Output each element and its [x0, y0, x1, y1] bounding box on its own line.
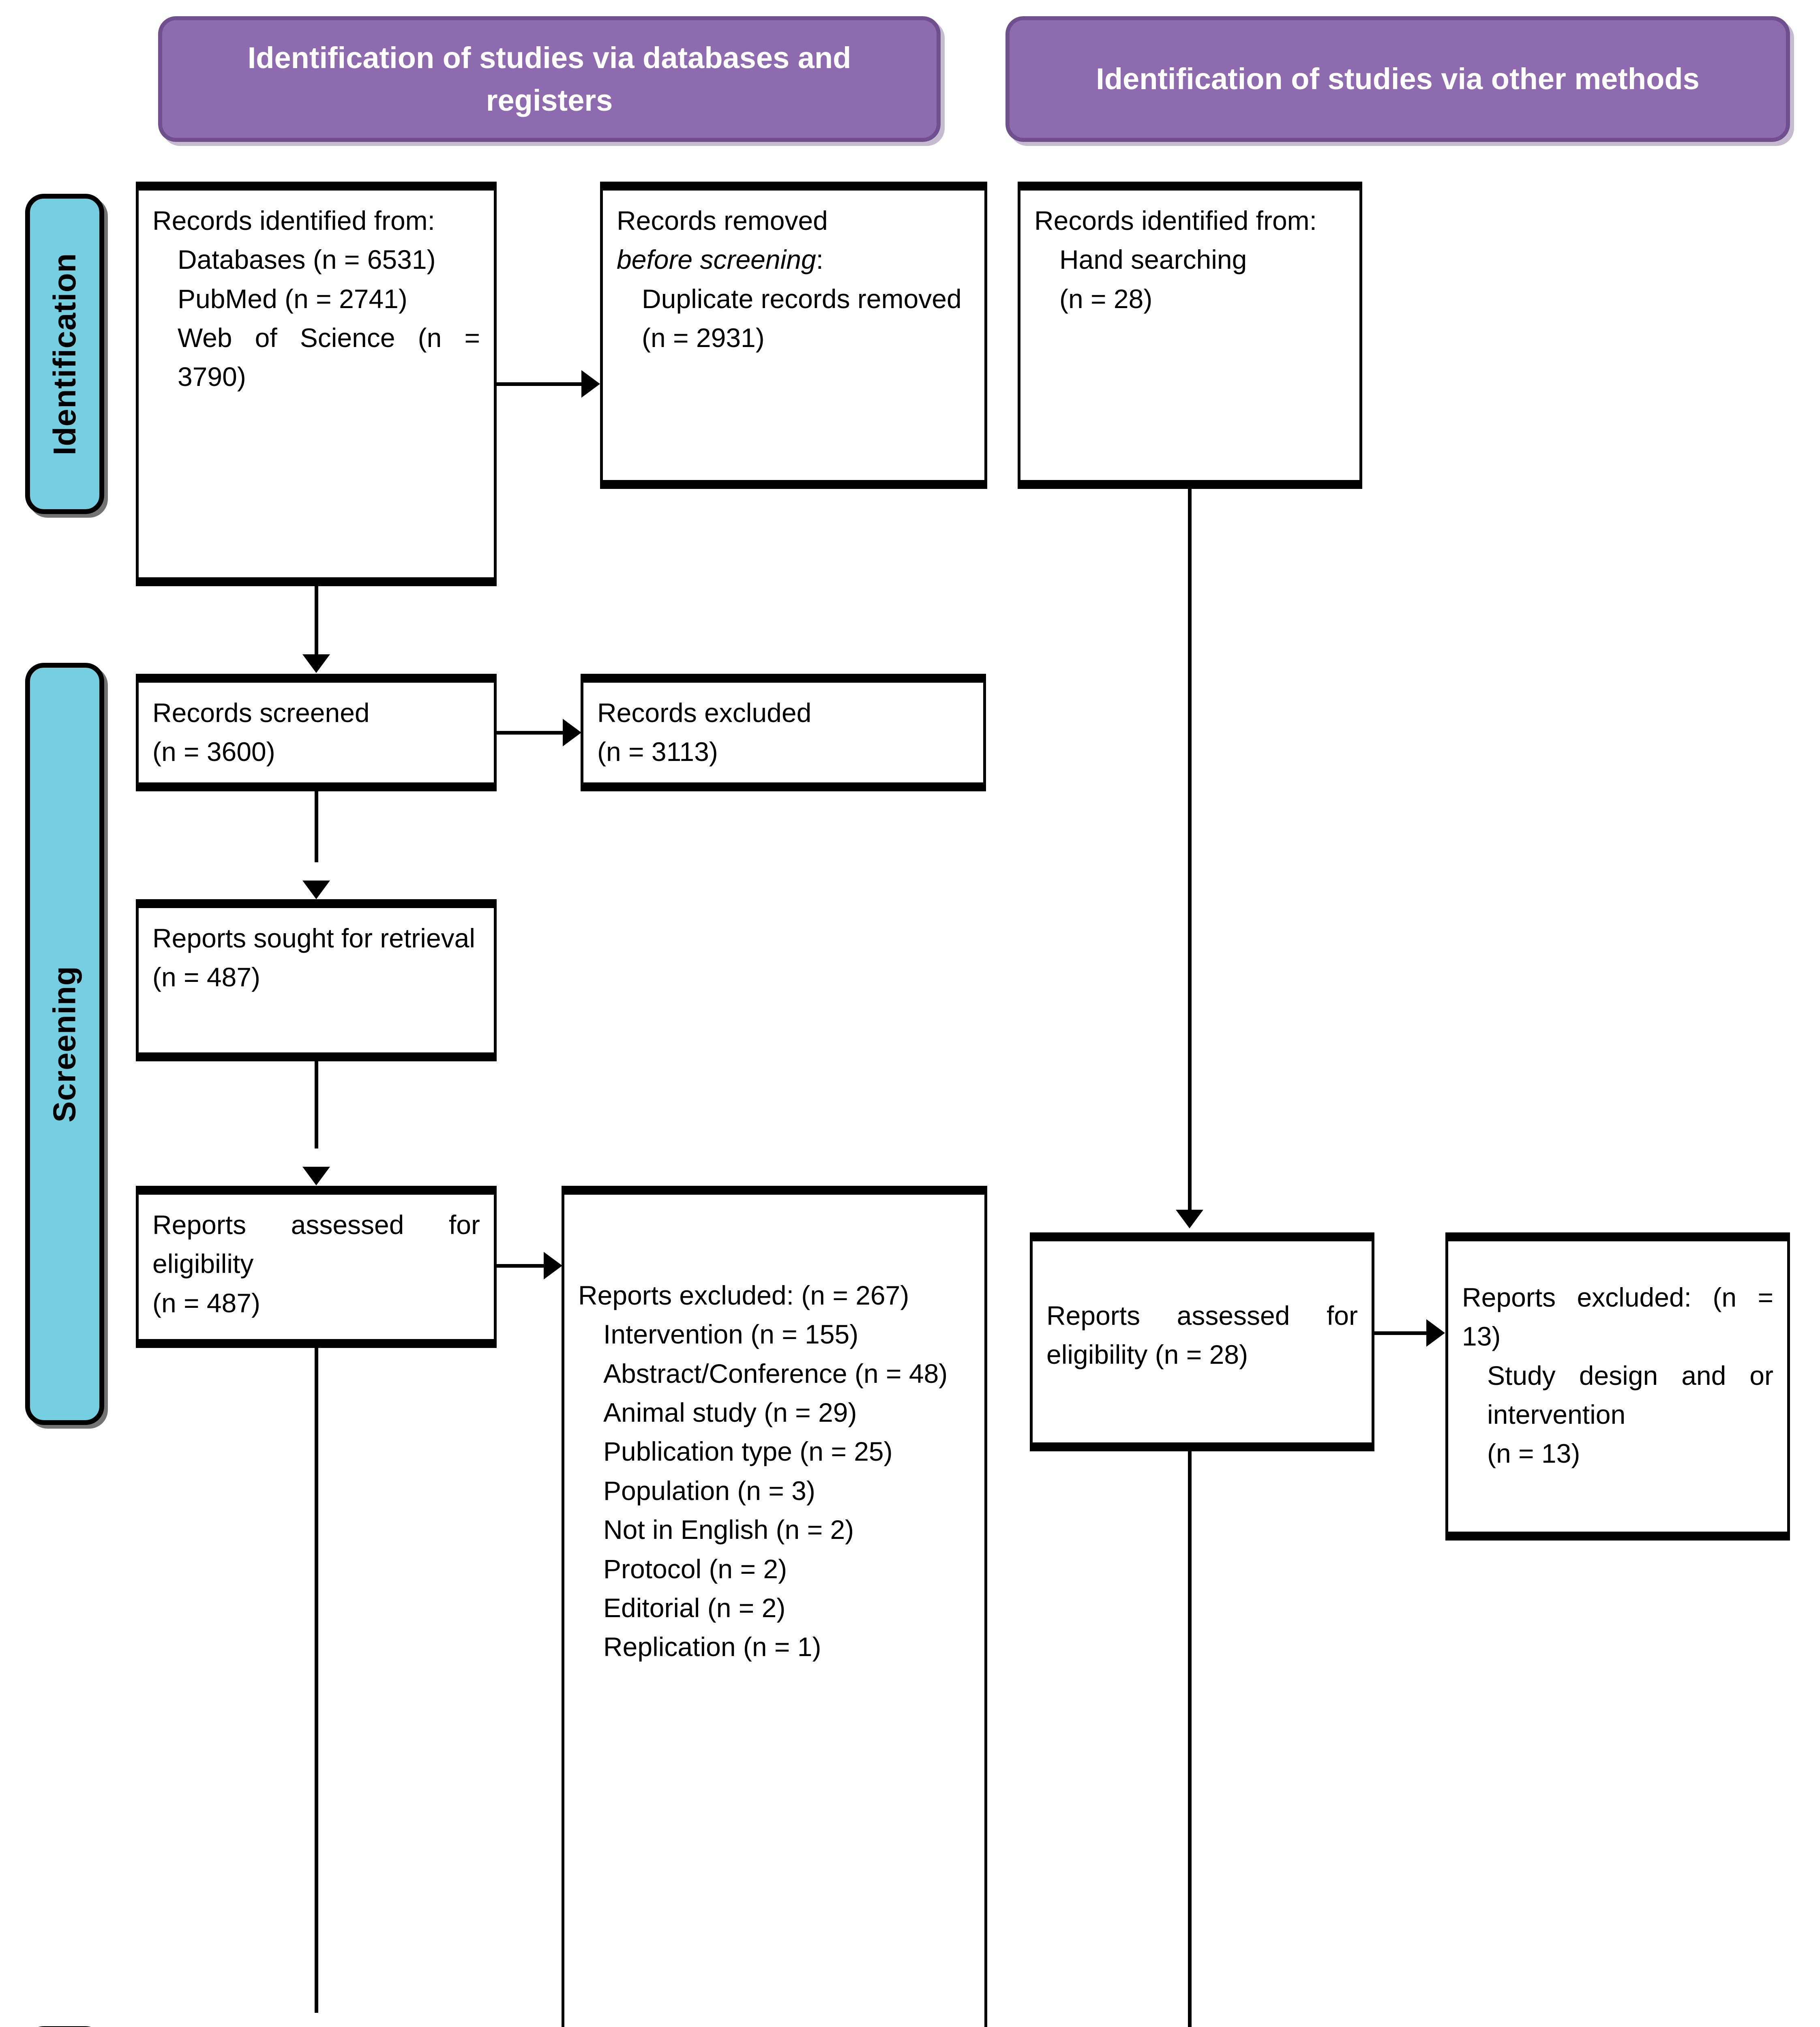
records-identified-db-heading: Records identified from:	[152, 206, 435, 236]
records-screened-line2: (n = 3600)	[152, 737, 275, 767]
reports-assessed-other-line1: Reports assessed for eligibility (n = 28…	[1046, 1301, 1358, 1370]
box-reports-excluded-other: Reports excluded: (n = 13) Study design …	[1445, 1232, 1790, 1541]
reports-excluded-db-reason-editorial: Editorial (n = 2)	[603, 1592, 786, 1623]
box-records-removed-before-screening: Records removed before screening: Duplic…	[600, 182, 987, 489]
records-removed-item-duplicates: Duplicate records removed	[642, 283, 962, 314]
banner-databases-label: Identification of studies via databases …	[247, 41, 851, 117]
records-removed-subheading: before screening:	[617, 240, 971, 279]
banner-other-methods-label: Identification of studies via other meth…	[1096, 62, 1700, 96]
box-reports-excluded-databases: Reports excluded: (n = 267) Intervention…	[562, 1186, 987, 2027]
connector-sought-to-assessed-line	[315, 1061, 318, 1148]
connector-other-to-included-vertical	[1188, 1451, 1192, 2027]
records-identified-db-item-databases: Databases (n = 6531)	[178, 244, 436, 275]
connector-identified-to-removed-line	[497, 382, 582, 386]
connector-screened-to-excluded-line	[497, 731, 564, 735]
records-excluded-line2: (n = 3113)	[597, 737, 718, 767]
records-identified-db-item-pubmed: PubMed (n = 2741)	[178, 283, 407, 314]
reports-sought-line2: (n = 487)	[152, 962, 260, 992]
box-reports-assessed-for-eligibility-other: Reports assessed for eligibility (n = 28…	[1030, 1232, 1374, 1451]
records-removed-heading-text: Records removed	[617, 206, 828, 236]
banner-databases-and-registers: Identification of studies via databases …	[158, 16, 941, 142]
stage-tab-screening-label: Screening	[47, 965, 83, 1123]
reports-assessed-db-line1: Reports assessed for eligibility	[152, 1210, 480, 1279]
connector-identified-to-screened-arrow	[302, 654, 330, 673]
connector-identified-to-removed-arrow	[581, 370, 600, 398]
records-removed-colon: :	[816, 244, 823, 275]
reports-excluded-db-reason-abstract-conference: Abstract/Conference (n = 48)	[603, 1358, 948, 1388]
reports-excluded-other-reason-count: (n = 13)	[1487, 1438, 1580, 1469]
connector-identified-to-screened-line	[315, 586, 318, 655]
connector-assessed-to-excluded-db-arrow	[544, 1252, 562, 1279]
box-records-identified-databases: Records identified from: Databases (n = …	[136, 182, 497, 586]
box-records-identified-other-methods: Records identified from: Hand searching …	[1018, 182, 1362, 489]
connector-assessed-to-excluded-db-line	[497, 1264, 544, 1268]
box-reports-assessed-for-eligibility-databases: Reports assessed for eligibility (n = 48…	[136, 1186, 497, 1348]
stage-tab-identification-label: Identification	[47, 253, 82, 455]
stage-tab-identification: Identification	[25, 194, 104, 514]
records-identified-db-item-wos: Web of Science (n = 3790)	[178, 323, 480, 392]
reports-excluded-db-reason-intervention: Intervention (n = 155)	[603, 1319, 859, 1350]
banner-other-methods: Identification of studies via other meth…	[1005, 16, 1790, 142]
records-excluded-line1: Records excluded	[597, 698, 812, 728]
records-identified-other-heading: Records identified from:	[1034, 206, 1317, 236]
reports-excluded-db-reason-publication-type: Publication type (n = 25)	[603, 1436, 893, 1467]
reports-excluded-db-reason-animal-study: Animal study (n = 29)	[603, 1397, 857, 1428]
stage-tab-screening: Screening	[25, 663, 104, 1425]
reports-excluded-db-reason-replication: Replication (n = 1)	[603, 1632, 821, 1662]
records-identified-other-item-hand-searching: Hand searching	[1059, 244, 1247, 275]
reports-assessed-db-line2: (n = 487)	[152, 1288, 260, 1318]
reports-excluded-db-reason-not-in-english: Not in English (n = 2)	[603, 1515, 854, 1545]
records-screened-line1: Records screened	[152, 698, 370, 728]
reports-excluded-db-reason-protocol: Protocol (n = 2)	[603, 1553, 787, 1584]
reports-excluded-db-heading: Reports excluded: (n = 267)	[578, 1280, 909, 1310]
reports-excluded-db-reason-population: Population (n = 3)	[603, 1475, 815, 1506]
reports-excluded-other-heading: Reports excluded: (n = 13)	[1462, 1282, 1773, 1352]
reports-excluded-other-reason-study-design: Study design and or intervention	[1487, 1360, 1773, 1430]
connector-screened-to-sought-line	[315, 791, 318, 862]
reports-sought-line1: Reports sought for retrieval	[152, 923, 476, 953]
records-removed-heading: Records removed	[617, 201, 971, 240]
records-identified-other-item-count: (n = 28)	[1059, 283, 1153, 314]
box-records-screened: Records screened (n = 3600)	[136, 674, 497, 791]
box-reports-sought-for-retrieval: Reports sought for retrieval (n = 487)	[136, 899, 497, 1061]
connector-other-identified-to-assessed-arrow	[1176, 1210, 1203, 1228]
connector-assessed-to-included-line	[315, 1348, 318, 2013]
connector-assessed-other-to-excluded-other-line	[1374, 1331, 1427, 1335]
connector-assessed-other-to-excluded-other-arrow	[1426, 1319, 1445, 1347]
box-records-excluded: Records excluded (n = 3113)	[581, 674, 986, 791]
records-removed-before-screening-em: before screening	[617, 244, 816, 275]
connector-other-identified-to-assessed-line	[1188, 489, 1192, 1211]
connector-screened-to-sought-arrow	[302, 881, 330, 899]
connector-screened-to-excluded-arrow	[563, 719, 581, 746]
connector-sought-to-assessed-arrow	[302, 1167, 330, 1185]
records-removed-item-count: (n = 2931)	[642, 323, 765, 353]
